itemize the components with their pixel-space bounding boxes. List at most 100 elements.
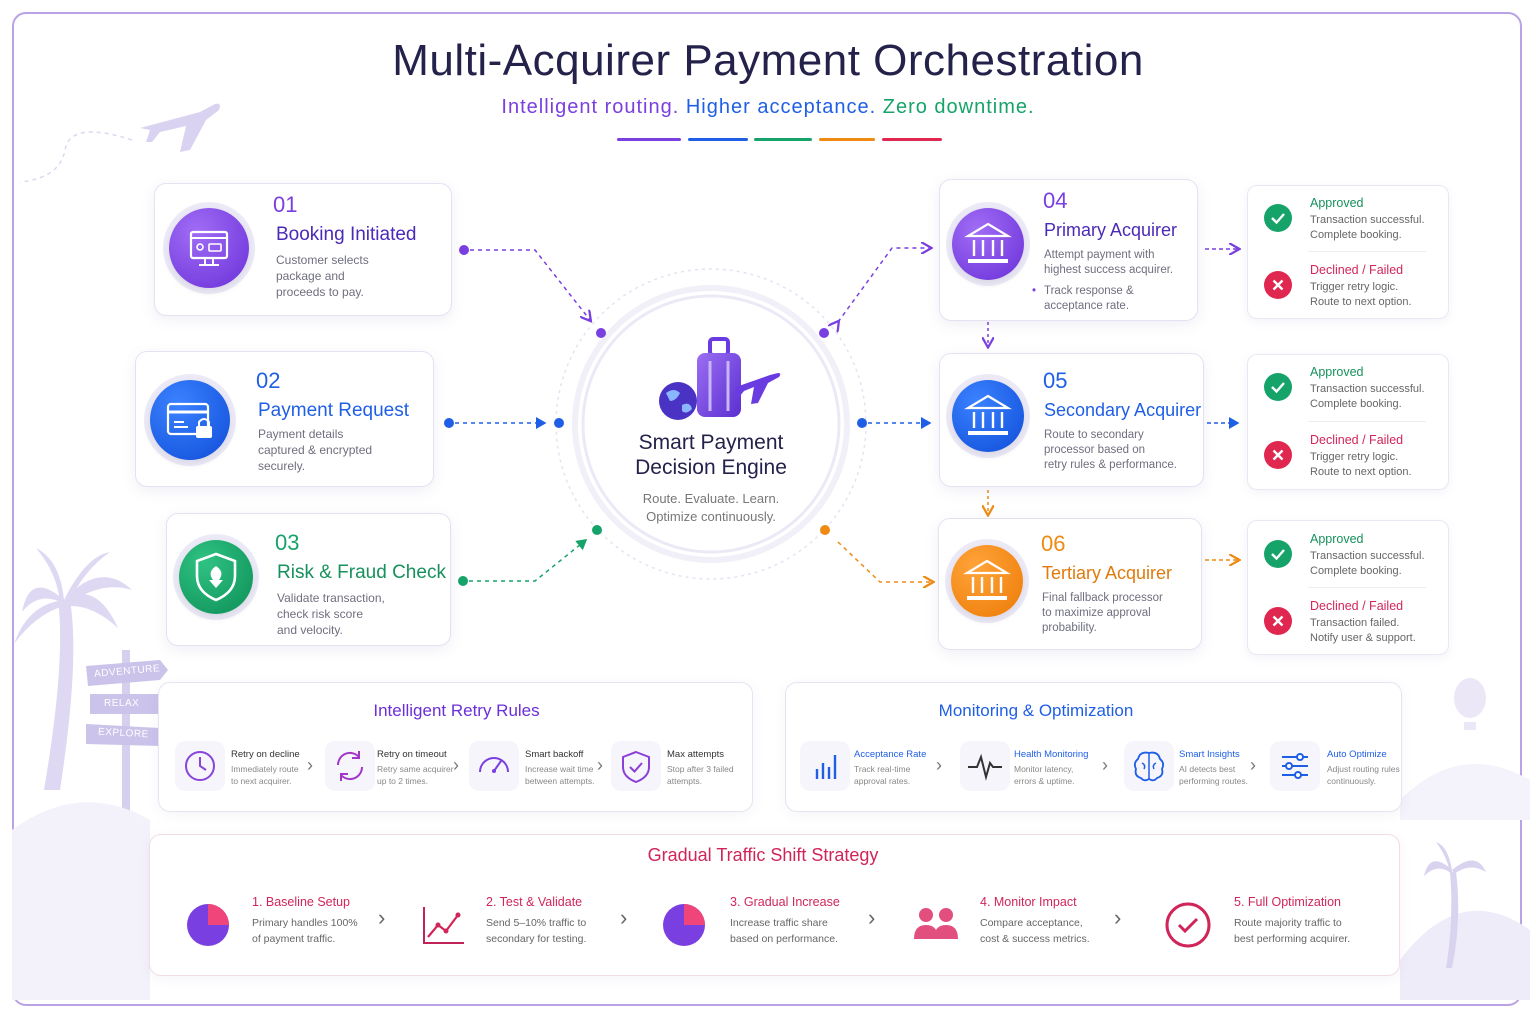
engine-title-line1: Smart Payment [638, 431, 784, 454]
declined-title: Declined / Failed [1310, 433, 1404, 447]
step-title: Booking Initiated [276, 224, 417, 245]
phase-title: 1. Baseline Setup [252, 895, 350, 909]
text-line: Complete booking. [1310, 565, 1402, 577]
subtitle-routing: Intelligent routing. [501, 96, 680, 118]
x-icon [1264, 441, 1292, 469]
text-line: Track real-time [854, 764, 911, 774]
phase-title: 5. Full Optimization [1234, 895, 1341, 909]
monitoring-panel: Monitoring & Optimization Acceptance Rat… [785, 682, 1402, 812]
engine-subtitle: Route. Evaluate. Learn. Optimize continu… [586, 490, 836, 526]
text-line: Retry same acquirer [377, 764, 454, 774]
metric-text: Track real-time approval rates. [854, 763, 910, 787]
tertiary-outcomes: Approved Transaction successful.Complete… [1247, 520, 1449, 655]
step-number: 02 [256, 368, 281, 393]
chevron-right-icon: › [378, 905, 386, 930]
text-line: of payment traffic. [252, 933, 336, 945]
primary-acquirer-card[interactable]: 04 Primary Acquirer Attempt payment with… [939, 179, 1198, 321]
text-line: Immediately route [231, 764, 299, 774]
acquirer-desc: Final fallback processor to maximize app… [1042, 591, 1163, 636]
text-line: Route to next option. [1310, 296, 1412, 308]
bank-icon [952, 208, 1024, 280]
phase-text: Compare acceptance,cost & success metric… [980, 915, 1090, 947]
text-line: Route majority traffic to [1234, 917, 1342, 929]
engine-title-line2: Decision Engine [635, 456, 787, 479]
tertiary-acquirer-card[interactable]: 06 Tertiary Acquirer Final fallback proc… [938, 518, 1202, 650]
pie-chart-icon [180, 897, 236, 953]
text-line: Trigger retry logic. [1310, 451, 1399, 463]
metric-title: Auto Optimize [1327, 749, 1387, 760]
text-line: up to 2 times. [377, 776, 429, 786]
text-line: to next acquirer. [231, 776, 292, 786]
chevron-right-icon: › [936, 755, 942, 775]
desc-line: securely. [258, 459, 306, 473]
chevron-right-icon: › [307, 755, 313, 775]
desc-line: Customer selects [276, 253, 369, 267]
airplane-icon [140, 103, 220, 152]
declined-text: Trigger retry logic. Route to next option… [1310, 450, 1412, 480]
panel-title: Gradual Traffic Shift Strategy [647, 845, 879, 865]
acquirer-number: 04 [1043, 188, 1068, 213]
subtitle-downtime: Zero downtime. [882, 96, 1035, 118]
acquirer-number: 05 [1043, 368, 1068, 393]
x-icon [1264, 607, 1292, 635]
text-line: Complete booking. [1310, 229, 1402, 241]
panel-title: Intelligent Retry Rules [373, 701, 540, 720]
rule-title: Retry on decline [231, 749, 300, 760]
approved-text: Transaction successful.Complete booking. [1310, 549, 1425, 579]
rule-text: Retry same acquirer up to 2 times. [377, 763, 454, 787]
desc-line: Attempt payment with [1044, 249, 1155, 261]
bullet-dot: • [1032, 285, 1037, 297]
chevron-right-icon: › [868, 905, 876, 930]
brain-icon [1124, 741, 1174, 791]
users-icon [906, 897, 966, 953]
rule-title: Max attempts [667, 749, 725, 760]
text-line: Transaction failed. [1310, 617, 1400, 629]
text-line: Increase wait time [525, 764, 594, 774]
step-desc: Customer selects package and proceeds to… [276, 252, 369, 300]
desc-line: Final fallback processor [1042, 592, 1163, 604]
chevron-right-icon: › [597, 755, 603, 775]
text-line: cost & success metrics. [980, 933, 1090, 945]
step-risk-card[interactable]: 03 Risk & Fraud Check Validate transacti… [166, 513, 451, 646]
phase-text: Primary handles 100%of payment traffic. [252, 915, 358, 947]
engine-title: Smart Payment Decision Engine [586, 430, 836, 480]
desc-line: and velocity. [277, 623, 343, 637]
text-line: best performing acquirer. [1234, 933, 1351, 945]
text-line: Route to next option. [1310, 466, 1412, 478]
sliders-icon [1270, 741, 1320, 791]
text-line: approval rates. [854, 776, 911, 786]
line-chart-icon [416, 897, 472, 953]
secondary-acquirer-card[interactable]: 05 Secondary Acquirer Route to secondary… [939, 353, 1204, 487]
check-icon [1264, 204, 1292, 232]
acquirer-desc: Route to secondary processor based on re… [1044, 428, 1177, 473]
desc-line: check risk score [277, 607, 364, 621]
palm-tree-icon [14, 548, 132, 790]
step-title: Payment Request [258, 400, 410, 421]
text-line: Stop after 3 failed [667, 764, 734, 774]
text-line: Increase traffic share [730, 917, 828, 929]
desc-line: captured & encrypted [258, 443, 373, 457]
approved-title: Approved [1310, 365, 1364, 379]
desc-line: probability. [1042, 622, 1097, 634]
step-payment-card[interactable]: 02 Payment Request Payment details captu… [135, 351, 434, 487]
desc-line: to maximize approval [1042, 607, 1151, 619]
text-line: Transaction successful. [1310, 214, 1425, 226]
text-line: performing routes. [1179, 776, 1248, 786]
approved-title: Approved [1310, 532, 1364, 546]
declined-title: Declined / Failed [1310, 599, 1404, 613]
shield-check-icon [611, 741, 661, 791]
check-icon [1264, 540, 1292, 568]
approved-text: Transaction successful. Complete booking. [1310, 213, 1425, 243]
retry-rules-panel: Intelligent Retry Rules Retry on decline… [158, 682, 753, 812]
approved-title: Approved [1310, 196, 1364, 210]
acquirer-bullet: Track response & acceptance rate. [1044, 284, 1134, 314]
phase-title: 4. Monitor Impact [980, 895, 1077, 909]
phase-text: Route majority traffic to best performing… [1234, 915, 1350, 947]
acquirer-title: Tertiary Acquirer [1042, 563, 1173, 583]
sign-relax: RELAX [104, 698, 140, 709]
step-booking-card[interactable]: 01 Booking Initiated Customer selects pa… [154, 183, 452, 316]
pulse-icon [960, 741, 1010, 791]
